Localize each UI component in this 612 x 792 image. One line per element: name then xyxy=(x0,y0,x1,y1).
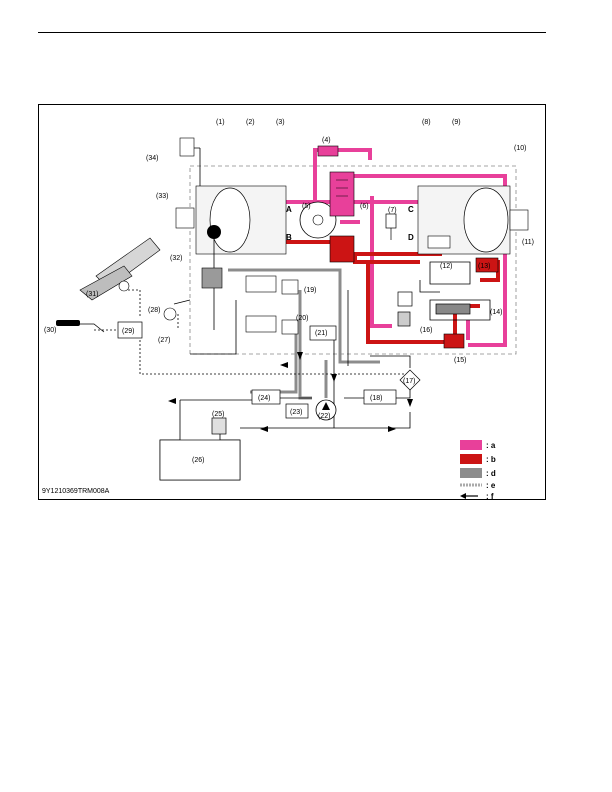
label-26: (26) xyxy=(192,457,204,464)
filter-4 xyxy=(317,145,339,157)
valve-7 xyxy=(385,213,397,240)
label-10: (10) xyxy=(514,145,526,152)
label-23: (23) xyxy=(290,409,302,416)
diagram-frame xyxy=(38,104,546,500)
box-18 xyxy=(363,389,397,405)
box-29 xyxy=(117,321,143,339)
box-16-top xyxy=(397,291,413,307)
label-31: (31) xyxy=(86,291,98,298)
port-c: C xyxy=(408,205,414,214)
label-12: (12) xyxy=(440,263,452,270)
pump-22 xyxy=(315,399,337,421)
label-7: (7) xyxy=(388,207,397,214)
legend-swatch-d xyxy=(460,468,482,478)
valve-13 xyxy=(475,257,499,273)
label-22: (22) xyxy=(318,413,330,420)
port-b: B xyxy=(286,233,292,242)
box-21 xyxy=(309,325,337,341)
box-16 xyxy=(397,311,411,327)
flow-arrows xyxy=(168,352,413,432)
solenoid-valves-19-20 xyxy=(201,267,299,335)
label-16: (16) xyxy=(420,327,432,334)
control-valve-6 xyxy=(329,171,355,217)
valve-15 xyxy=(443,333,465,349)
brake-pedal-32 xyxy=(79,237,161,301)
tank-26 xyxy=(159,439,241,481)
label-15: (15) xyxy=(454,357,466,364)
line-a-group xyxy=(280,148,507,347)
cylinder-14 xyxy=(435,303,471,315)
label-21: (21) xyxy=(315,330,327,337)
left-axle-assembly xyxy=(175,185,287,330)
legend-label-e: : e xyxy=(486,481,496,490)
label-30: (30) xyxy=(44,327,56,334)
legend-swatch-a xyxy=(460,440,482,450)
reservoir-34 xyxy=(179,137,195,157)
label-32: (32) xyxy=(170,255,182,262)
label-20: (20) xyxy=(296,315,308,322)
label-14: (14) xyxy=(490,309,502,316)
label-17: (17) xyxy=(403,378,415,385)
unit-boxes xyxy=(117,291,471,481)
label-33: (33) xyxy=(156,193,168,200)
label-27: (27) xyxy=(158,337,170,344)
label-19: (19) xyxy=(304,287,316,294)
box-23 xyxy=(285,403,309,419)
header-rule xyxy=(38,32,546,33)
legend: : a : b : d : e : f xyxy=(460,440,496,501)
legend-label-d: : d xyxy=(486,469,496,478)
label-11: (11) xyxy=(522,239,534,246)
label-9: (9) xyxy=(452,119,461,126)
label-18: (18) xyxy=(370,395,382,402)
enclosure-dashed xyxy=(189,165,517,355)
port-labels: A B C D xyxy=(286,205,414,242)
label-8: (8) xyxy=(422,119,431,126)
switch-28 xyxy=(163,299,191,321)
label-1: (1) xyxy=(216,119,225,126)
port-a: A xyxy=(286,205,292,214)
lever-30 xyxy=(56,320,105,333)
label-34: (34) xyxy=(146,155,158,162)
part-labels: (1) (2) (3) (4) (5) (6) (7) (8) (9) (10)… xyxy=(44,119,534,464)
label-5: (5) xyxy=(302,203,311,210)
label-13: (13) xyxy=(478,263,490,270)
legend-arrow-f xyxy=(460,493,466,499)
piston-d xyxy=(427,235,451,249)
box-24 xyxy=(251,389,281,405)
port-d: D xyxy=(408,233,414,242)
filter-25 xyxy=(211,417,227,435)
gear-pump-5 xyxy=(299,201,337,239)
label-6: (6) xyxy=(360,203,369,210)
legend-swatch-b xyxy=(460,454,482,464)
label-24: (24) xyxy=(258,395,270,402)
label-28: (28) xyxy=(148,307,160,314)
label-25: (25) xyxy=(212,411,224,418)
label-3: (3) xyxy=(276,119,285,126)
legend-label-a: : a xyxy=(486,441,496,450)
valve-6-lower xyxy=(329,235,355,263)
figure-caption: 9Y1210369TRM008A xyxy=(42,488,110,495)
label-29: (29) xyxy=(122,328,134,335)
filter-17 xyxy=(399,369,421,391)
legend-label-b: : b xyxy=(486,455,496,464)
legend-label-f: : f xyxy=(486,492,494,501)
label-4: (4) xyxy=(322,137,331,144)
label-2: (2) xyxy=(246,119,255,126)
